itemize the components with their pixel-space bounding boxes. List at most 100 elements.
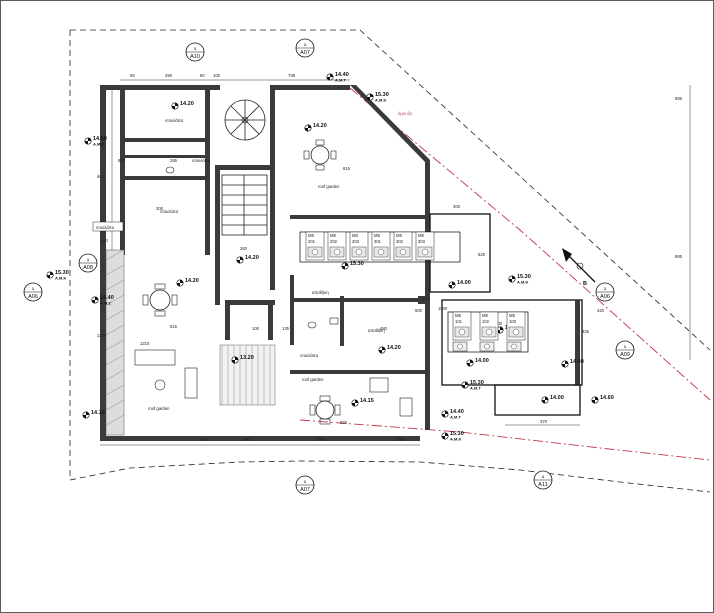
level-value: 14.20: [313, 123, 327, 129]
level-marker: 14.50A.M.Z: [84, 136, 107, 147]
level-marker: 14.40: [561, 359, 584, 368]
level-marker: 15.30A.M.K: [46, 270, 69, 281]
level-marker: 15.30A.M.K: [508, 274, 531, 285]
level-value: 15.30: [350, 261, 364, 267]
level-datum: A.M.K: [517, 280, 528, 285]
section-marker-id: A11: [538, 482, 547, 488]
level-marker: 14.00: [541, 395, 564, 404]
unit-tag-number: 302: [396, 239, 404, 244]
dimension-label: 295: [170, 158, 178, 163]
section-marker-number: 1: [624, 344, 627, 349]
dimension-label: 65: [130, 73, 135, 78]
spiral-staircase: [224, 99, 266, 141]
dimension-label: 1035: [395, 437, 405, 442]
section-marker-id: A07: [300, 50, 310, 56]
wc-fixtures: [165, 166, 339, 329]
level-datum: A.M.T: [470, 386, 481, 391]
dimension-label: 420: [597, 308, 605, 313]
level-datum: A.M.T: [450, 415, 461, 420]
level-value: 14.10: [91, 410, 105, 416]
dimension-label: 500: [415, 308, 423, 313]
section-marker-number: 1: [304, 42, 307, 47]
level-marker: 14.20: [236, 255, 259, 264]
unit-tag: [479, 341, 495, 352]
planter-strip: [105, 249, 125, 436]
property-line: όριο δρ.: [299, 87, 711, 461]
lounge-left: [134, 349, 198, 399]
room-label: duct: [97, 174, 106, 179]
level-marker: 14.60: [591, 395, 614, 404]
dimension-label: 260: [240, 246, 248, 251]
section-marker-number: 1: [32, 286, 35, 291]
dimension-label: 100: [252, 326, 260, 331]
dimension-label: 1000: [438, 306, 448, 311]
dimension-label: 600: [495, 321, 503, 326]
dimension-label: 835: [582, 329, 590, 334]
unit-tag-title: ΜΕ: [509, 313, 515, 318]
level-marker: 15.30: [341, 261, 364, 270]
dimension-label: 105: [213, 73, 221, 78]
unit-tag-title: ΜΕ: [396, 233, 402, 238]
dimension-label: 1120: [97, 333, 107, 338]
small-tag-box-label: ντουλάπα: [96, 225, 115, 230]
unit-tag-number: 201: [308, 239, 316, 244]
dimension-label: 135: [282, 326, 290, 331]
level-value: 13.20: [240, 355, 254, 361]
level-datum: A.M.K: [375, 98, 386, 103]
level-marker: 14.15: [351, 398, 374, 407]
dimension-label: 60: [200, 73, 205, 78]
unit-tag-number: 103: [509, 319, 517, 324]
unit-tag-title: ΜΕ: [374, 233, 380, 238]
unit-tag-number: 303: [418, 239, 426, 244]
table-bottom: [309, 395, 341, 425]
unit-tag-number: 102: [482, 319, 490, 324]
dimension-label: 300: [156, 206, 164, 211]
dimension-label: 625: [478, 252, 486, 257]
room-label: duct: [100, 238, 109, 243]
level-value: 14.20: [180, 101, 194, 107]
level-datum: A.M.T: [335, 78, 346, 83]
level-value: 14.00: [550, 395, 564, 401]
room-label: roof garden: [318, 184, 340, 189]
section-marker-id: A06: [600, 294, 610, 300]
level-marker: 14.00: [466, 358, 489, 367]
section-marker-id: A10: [190, 54, 200, 60]
unit-tag-title: ΜΕ: [418, 233, 424, 238]
section-marker-number: 1: [304, 479, 307, 484]
dimension-label: 190: [200, 437, 208, 442]
section-marker-number: 1: [604, 286, 607, 291]
unit-tag-title: ΜΕ: [455, 313, 461, 318]
straight-staircase: [221, 174, 268, 236]
room-label: ντουλάπα: [300, 353, 319, 358]
level-value: 14.15: [360, 398, 374, 404]
building-walls: [100, 85, 583, 441]
section-marker-id: A09: [620, 352, 630, 358]
level-value: 15.30: [470, 380, 484, 386]
level-value: 14.40: [335, 72, 349, 78]
room-label: ντουλάπα: [192, 158, 211, 163]
table-upper-right: [303, 139, 337, 171]
level-datum: A.M.K: [450, 437, 461, 442]
level-datum: A.M.Z: [93, 142, 104, 147]
level-marker: 14.40A.M.Z: [91, 295, 114, 306]
section-marker-number: 1: [542, 474, 545, 479]
dimension-label: 825: [340, 420, 348, 425]
unit-tag-title: ΜΕ: [308, 233, 314, 238]
unit-tag-title: ΜΕ: [482, 313, 488, 318]
room-label: αποθήκη: [312, 290, 329, 295]
unit-tag-number: 301: [374, 239, 382, 244]
dimension-lines: [100, 79, 691, 446]
dimension-label: 515: [170, 324, 178, 329]
dimension-label: 885: [675, 96, 683, 101]
property-line-label: όριο δρ.: [398, 111, 413, 116]
